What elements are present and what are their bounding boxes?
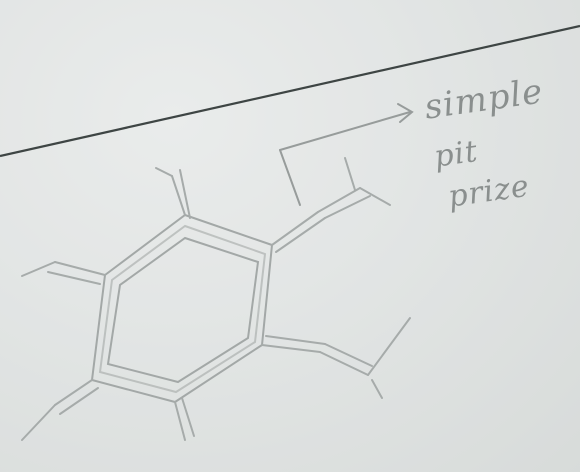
ruled-line [0,24,580,158]
substituent-bonds-sketch [21,157,411,441]
annotation-arrow [279,103,414,206]
annotation-word-pit: pit [432,133,481,175]
